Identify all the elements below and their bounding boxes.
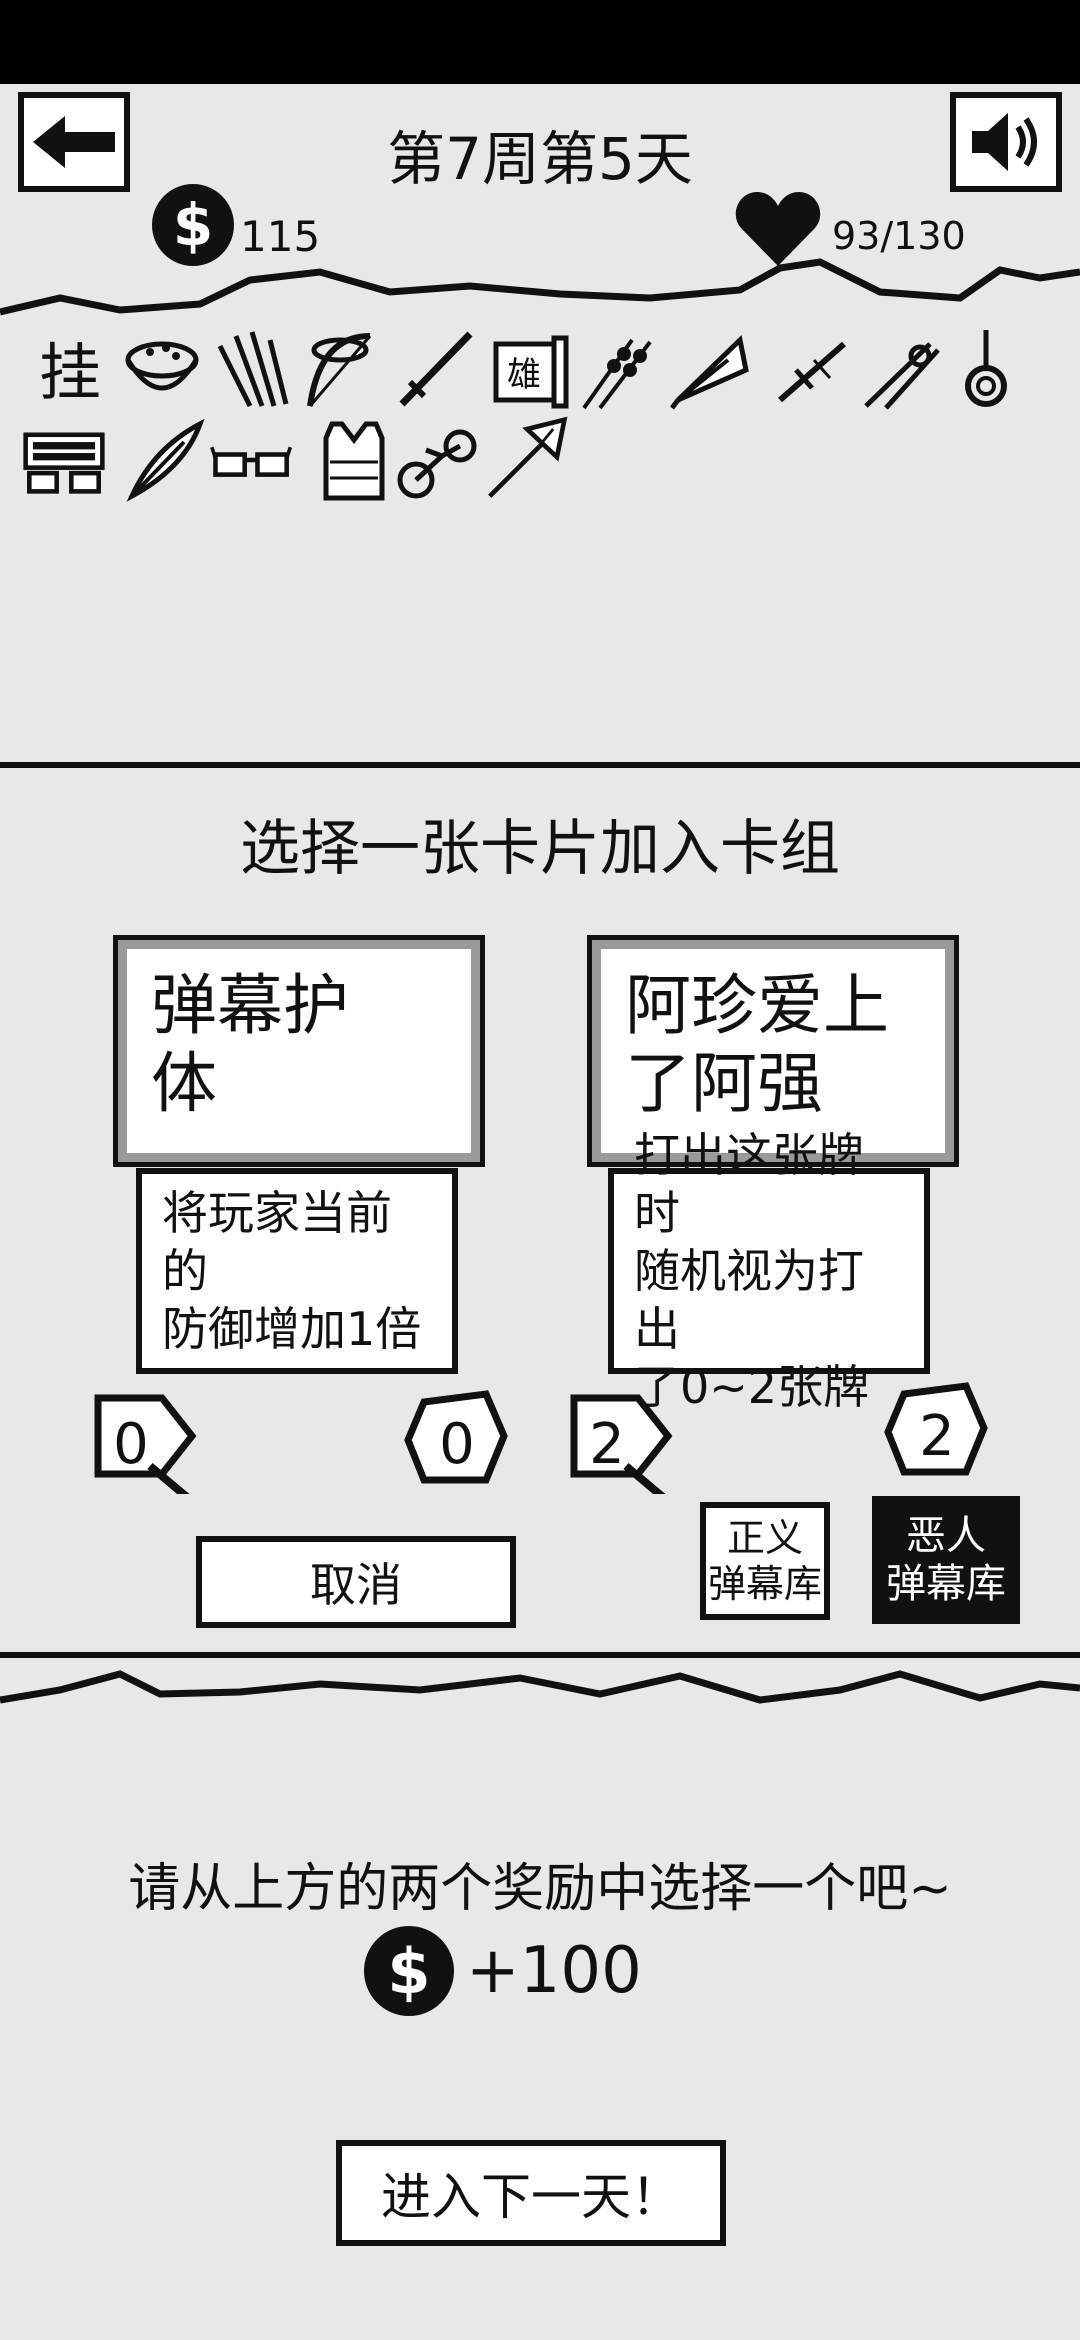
compass-relic-icon[interactable] — [860, 330, 944, 414]
gold-amount: 115 — [240, 212, 321, 261]
panel-bottom-border — [0, 1652, 1080, 1658]
cancel-button[interactable]: 取消 — [196, 1536, 516, 1628]
bicycle-relic-icon[interactable] — [396, 420, 480, 504]
page-title: 第7周第5天 — [387, 125, 693, 193]
feather-relic-icon[interactable] — [124, 418, 208, 502]
card-barrage-shield[interactable]: 弹幕护 体 将玩家当前的 防御增加1倍 0 0 — [94, 935, 508, 1500]
choose-card-prompt: 选择一张卡片加入卡组 — [240, 814, 840, 884]
next-day-button[interactable]: 进入下一天！ — [336, 2140, 726, 2246]
back-button[interactable] — [18, 92, 130, 192]
card-cost-left-value: 0 — [113, 1412, 149, 1477]
coin-icon: $ — [152, 184, 234, 266]
svg-text:雄: 雄 — [507, 355, 541, 395]
torn-edge-divider — [0, 258, 1080, 316]
card-title: 弹幕护 体 — [113, 935, 485, 1167]
incense-sticks-relic-icon[interactable] — [210, 326, 294, 410]
coin-icon: $ — [364, 1926, 454, 2016]
gua-character-relic-icon[interactable]: 挂 — [28, 330, 112, 414]
sword-relic-icon[interactable] — [394, 326, 478, 410]
arrow-left-icon — [33, 116, 115, 168]
speaker-icon — [972, 113, 1037, 171]
fan-relic-icon[interactable] — [668, 330, 752, 414]
torn-edge-divider — [0, 1670, 1080, 1704]
keyboard-relic-icon[interactable] — [22, 422, 106, 506]
bow-relic-icon[interactable] — [300, 326, 384, 410]
justice-barrage-library-button[interactable]: 正义 弹幕库 — [700, 1502, 830, 1620]
gold-reward-amount: +100 — [466, 1934, 642, 2008]
panel-top-border — [0, 762, 1080, 768]
evil-barrage-library-button[interactable]: 恶人 弹幕库 — [872, 1496, 1020, 1624]
card-cost-right-value: 2 — [919, 1404, 955, 1469]
card-description: 将玩家当前的 防御增加1倍 — [136, 1168, 458, 1374]
svg-text:挂: 挂 — [39, 336, 101, 409]
card-description: 打出这张牌时 随机视为打出 了0~2张牌 — [608, 1128, 930, 1414]
dagger-relic-icon[interactable] — [770, 330, 854, 414]
card-cost-left-badge: 0 — [92, 1388, 198, 1494]
card-title: 阿珍爱上 了阿强 — [587, 935, 959, 1167]
reward-instruction: 请从上方的两个奖励中选择一个吧~ — [128, 1859, 952, 1919]
card-cost-right-badge: 0 — [404, 1388, 510, 1494]
card-cost-right-badge: 2 — [884, 1380, 990, 1486]
card-cost-left-value: 2 — [589, 1412, 625, 1477]
ring-relic-icon[interactable] — [946, 326, 1030, 410]
card-azhen-loves-aqiang[interactable]: 阿珍爱上 了阿强 打出这张牌时 随机视为打出 了0~2张牌 2 2 — [568, 935, 988, 1500]
status-bar — [0, 0, 1080, 84]
glasses-relic-icon[interactable] — [210, 418, 294, 502]
skewers-relic-icon[interactable] — [578, 330, 662, 414]
scroll-relic-icon[interactable]: 雄 — [488, 330, 572, 414]
kite-relic-icon[interactable] — [486, 416, 570, 500]
card-cost-right-value: 0 — [439, 1412, 475, 1477]
vest-relic-icon[interactable] — [312, 418, 396, 502]
card-cost-left-badge: 2 — [568, 1388, 674, 1494]
hp-amount: 93/130 — [832, 214, 966, 258]
rice-bowl-relic-icon[interactable] — [120, 326, 204, 410]
sound-button[interactable] — [950, 92, 1062, 192]
heart-icon — [735, 192, 821, 266]
